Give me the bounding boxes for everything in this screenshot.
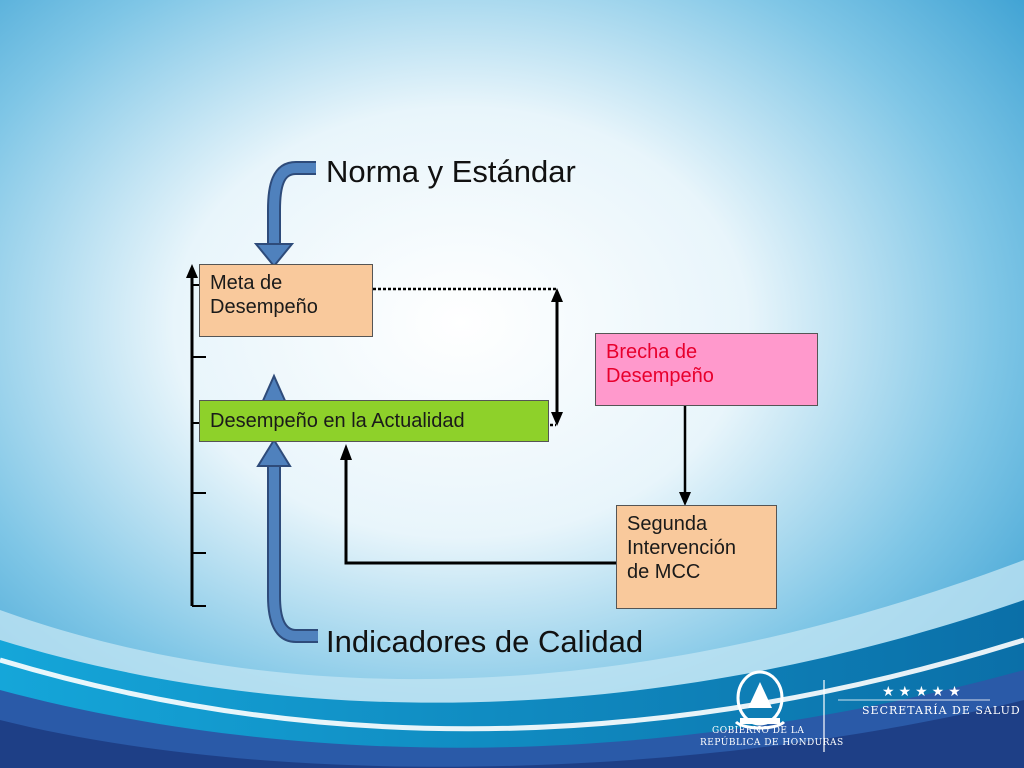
desempeno-actualidad-box: Desempeño en la Actualidad: [199, 400, 549, 442]
segunda-box-line: Intervención: [627, 537, 736, 559]
segunda-box-line: de MCC: [627, 561, 701, 583]
secretaria-salud-text: SECRETARÍA DE SALUD: [862, 704, 1021, 717]
meta-desempeno-box: Meta de Desempeño: [199, 264, 373, 337]
segunda-intervencion-box: Segunda Intervención de MCC: [616, 505, 777, 609]
brecha-desempeno-box: Brecha de Desempeño: [595, 333, 818, 406]
footer-branding: [734, 670, 990, 752]
norma-to-meta-curved-arrow: [253, 161, 316, 268]
stars-icon: ★★★★★: [882, 684, 965, 700]
segunda-box-line: Segunda: [627, 513, 708, 535]
meta-box-line: Meta de: [210, 272, 283, 294]
brecha-box-line: Brecha de: [606, 341, 698, 363]
segunda-to-actual-arrow: [340, 444, 616, 565]
gobierno-line-1: GOBIERNO DE LA: [712, 726, 805, 736]
brecha-box-line: Desempeño: [606, 365, 714, 387]
actual-box-text: Desempeño en la Actualidad: [210, 410, 465, 432]
indicadores-calidad-label: Indicadores de Calidad: [326, 624, 644, 659]
honduras-coat-of-arms-icon: [734, 670, 786, 730]
gobierno-line-2: REPÚBLICA DE HONDURAS: [700, 738, 844, 748]
meta-box-line: Desempeño: [210, 296, 318, 318]
norma-estandar-label: Norma y Estándar: [326, 154, 576, 189]
